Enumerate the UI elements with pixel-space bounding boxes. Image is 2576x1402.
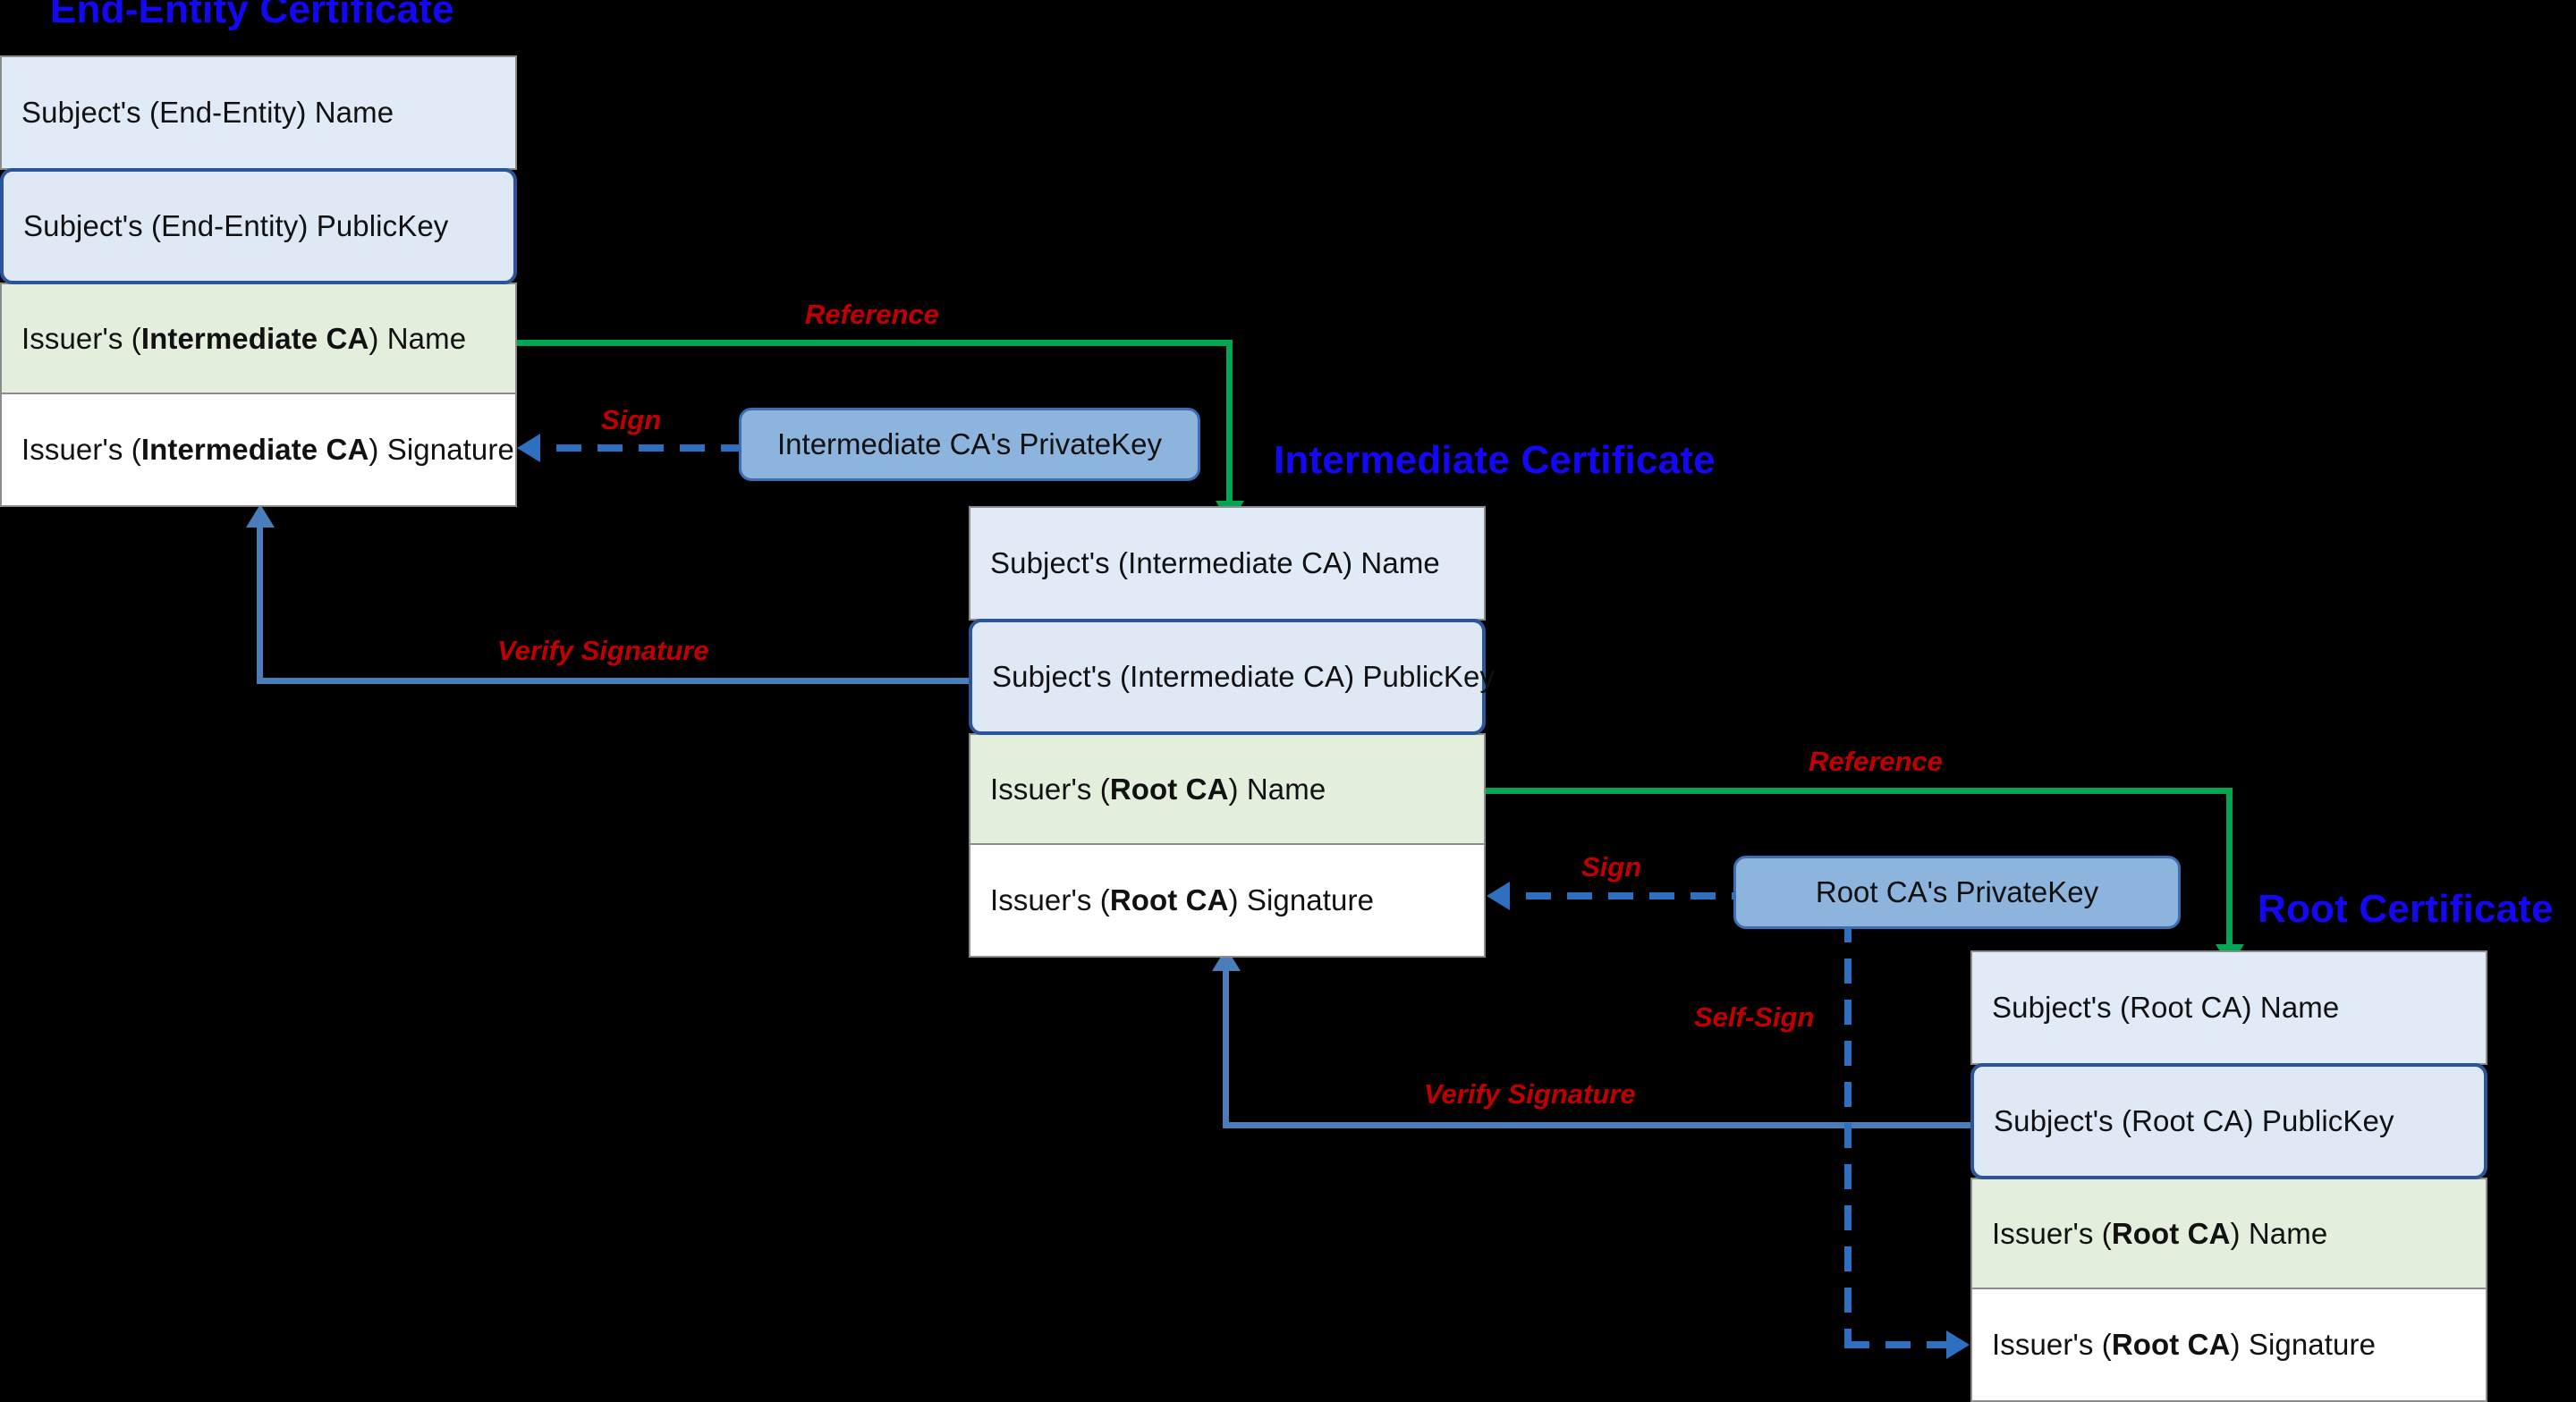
cert-row-subject-publickey[interactable]: Subject's (End-Entity) PublicKey xyxy=(0,168,517,284)
certificate-root: Subject's (Root CA) Name Subject's (Root… xyxy=(1970,950,2487,1402)
cert-row-text: Issuer's (Root CA) Name xyxy=(1992,1216,2328,1250)
sign-2-arrowhead xyxy=(1487,882,1510,910)
edge-label-self-sign: Self-Sign xyxy=(1694,1001,1815,1033)
self-sign-dashed-horizontal xyxy=(1844,1341,1946,1348)
cert-row-text: Issuer's (Intermediate CA) Signature xyxy=(21,433,514,466)
self-sign-arrowhead xyxy=(1946,1330,1970,1359)
certificate-end-entity: Subject's (End-Entity) Name Subject's (E… xyxy=(0,55,517,507)
verify-2-vertical xyxy=(1223,971,1229,1126)
private-key-root-ca[interactable]: Root CA's PrivateKey xyxy=(1733,856,2181,929)
cert-row-text: Issuer's (Root CA) Name xyxy=(990,772,1326,806)
verify-2-horizontal xyxy=(1223,1122,1974,1128)
cert-row-subject-name[interactable]: Subject's (Intermediate CA) Name xyxy=(969,506,1486,621)
cert-row-issuer-signature[interactable]: Issuer's (Root CA) Signature xyxy=(1970,1288,2487,1402)
cert-row-text: Subject's (Root CA) PublicKey xyxy=(1994,1104,2394,1137)
cert-row-text: Issuer's (Root CA) Signature xyxy=(1992,1328,2377,1361)
cert-row-text: Subject's (End-Entity) Name xyxy=(21,96,394,129)
sign-1-arrowhead xyxy=(517,434,540,462)
cert-row-issuer-name[interactable]: Issuer's (Root CA) Name xyxy=(969,733,1486,845)
private-key-label: Intermediate CA's PrivateKey xyxy=(777,427,1162,460)
cert-row-issuer-name[interactable]: Issuer's (Root CA) Name xyxy=(1970,1178,2487,1289)
title-intermediate-certificate: Intermediate Certificate xyxy=(1274,438,1716,482)
cert-row-issuer-name[interactable]: Issuer's (Intermediate CA) Name xyxy=(0,283,517,394)
edge-label-sign-2: Sign xyxy=(1581,851,1642,883)
reference-1-horizontal xyxy=(517,340,1231,346)
private-key-intermediate-ca[interactable]: Intermediate CA's PrivateKey xyxy=(739,408,1200,481)
cert-row-issuer-signature[interactable]: Issuer's (Root CA) Signature xyxy=(969,843,1486,958)
cert-row-text: Subject's (End-Entity) PublicKey xyxy=(23,209,449,242)
self-sign-dashed-vertical xyxy=(1844,917,1852,1345)
private-key-label: Root CA's PrivateKey xyxy=(1815,875,2099,908)
title-end-entity-certificate: End-Entity Certificate xyxy=(50,0,454,31)
cert-row-text: Issuer's (Intermediate CA) Name xyxy=(21,321,467,355)
sign-1-dashed-line xyxy=(556,444,741,452)
edge-label-reference-2: Reference xyxy=(1809,746,1943,777)
cert-row-subject-publickey[interactable]: Subject's (Intermediate CA) PublicKey xyxy=(969,619,1495,735)
edge-label-sign-1: Sign xyxy=(601,404,662,435)
verify-1-arrowhead xyxy=(246,504,275,528)
reference-1-vertical xyxy=(1226,340,1233,506)
reference-2-horizontal xyxy=(1485,788,2233,794)
cert-row-text: Subject's (Intermediate CA) PublicKey xyxy=(992,660,1496,693)
sign-2-dashed-line xyxy=(1526,892,1733,899)
cert-row-subject-publickey[interactable]: Subject's (Root CA) PublicKey xyxy=(1970,1063,2487,1179)
edge-label-verify-2: Verify Signature xyxy=(1424,1078,1636,1110)
edge-label-verify-1: Verify Signature xyxy=(497,635,709,666)
cert-row-text: Subject's (Intermediate CA) Name xyxy=(990,546,1440,579)
cert-row-issuer-signature[interactable]: Issuer's (Intermediate CA) Signature xyxy=(0,393,517,507)
reference-2-vertical xyxy=(2226,788,2233,950)
cert-row-subject-name[interactable]: Subject's (Root CA) Name xyxy=(1970,950,2487,1065)
certificate-intermediate: Subject's (Intermediate CA) Name Subject… xyxy=(969,506,1495,958)
verify-1-vertical xyxy=(257,528,263,681)
title-root-certificate: Root Certificate xyxy=(2258,887,2554,931)
edge-label-reference-1: Reference xyxy=(805,299,939,330)
cert-row-text: Subject's (Root CA) Name xyxy=(1992,991,2340,1024)
cert-row-text: Issuer's (Root CA) Signature xyxy=(990,883,1375,916)
cert-row-subject-name[interactable]: Subject's (End-Entity) Name xyxy=(0,55,517,170)
verify-1-horizontal xyxy=(257,678,972,684)
